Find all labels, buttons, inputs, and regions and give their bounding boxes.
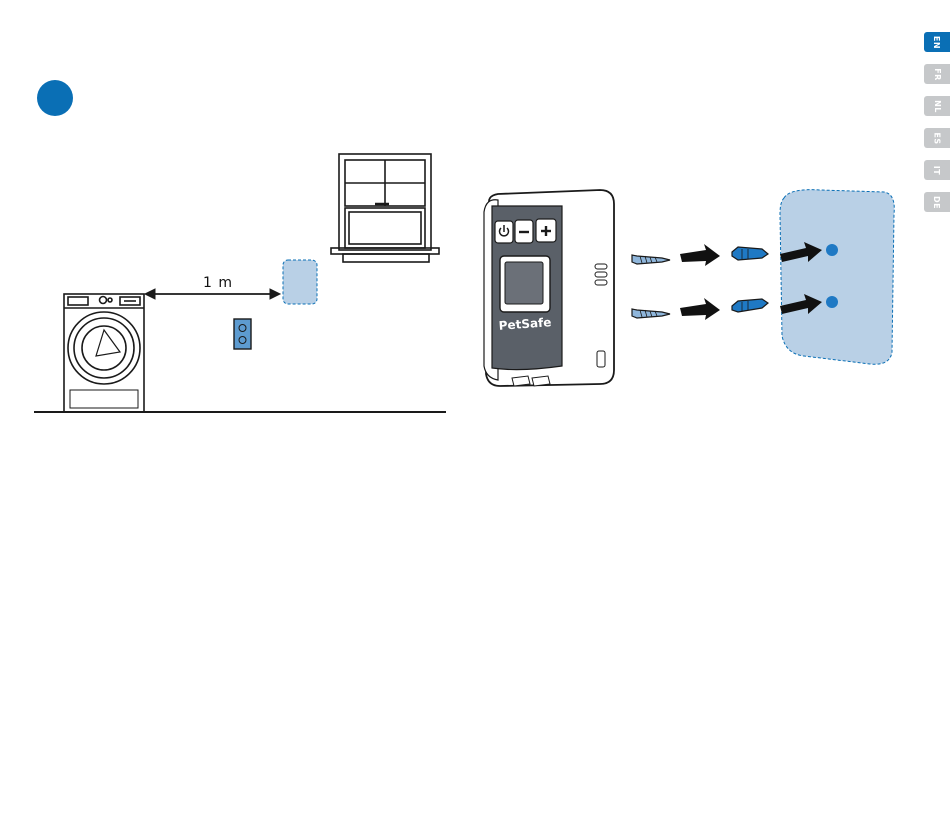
arrow-right-icon (680, 244, 720, 266)
wall-outlet-icon (234, 319, 251, 349)
wall-plug-icon (732, 247, 768, 260)
drill-hole-marker (826, 296, 838, 308)
screw-icon (632, 309, 670, 318)
wall-plug-icon (732, 299, 768, 312)
transmitter-device-illustration (484, 190, 614, 386)
washing-machine-illustration (64, 294, 144, 412)
distance-label: 1 m (196, 275, 240, 291)
mounting-area-wall (780, 190, 894, 365)
arrow-right-icon (680, 298, 720, 320)
window-illustration (331, 154, 439, 262)
screw-icon (632, 255, 670, 264)
mounting-area-small (283, 260, 317, 304)
drill-hole-marker (826, 244, 838, 256)
